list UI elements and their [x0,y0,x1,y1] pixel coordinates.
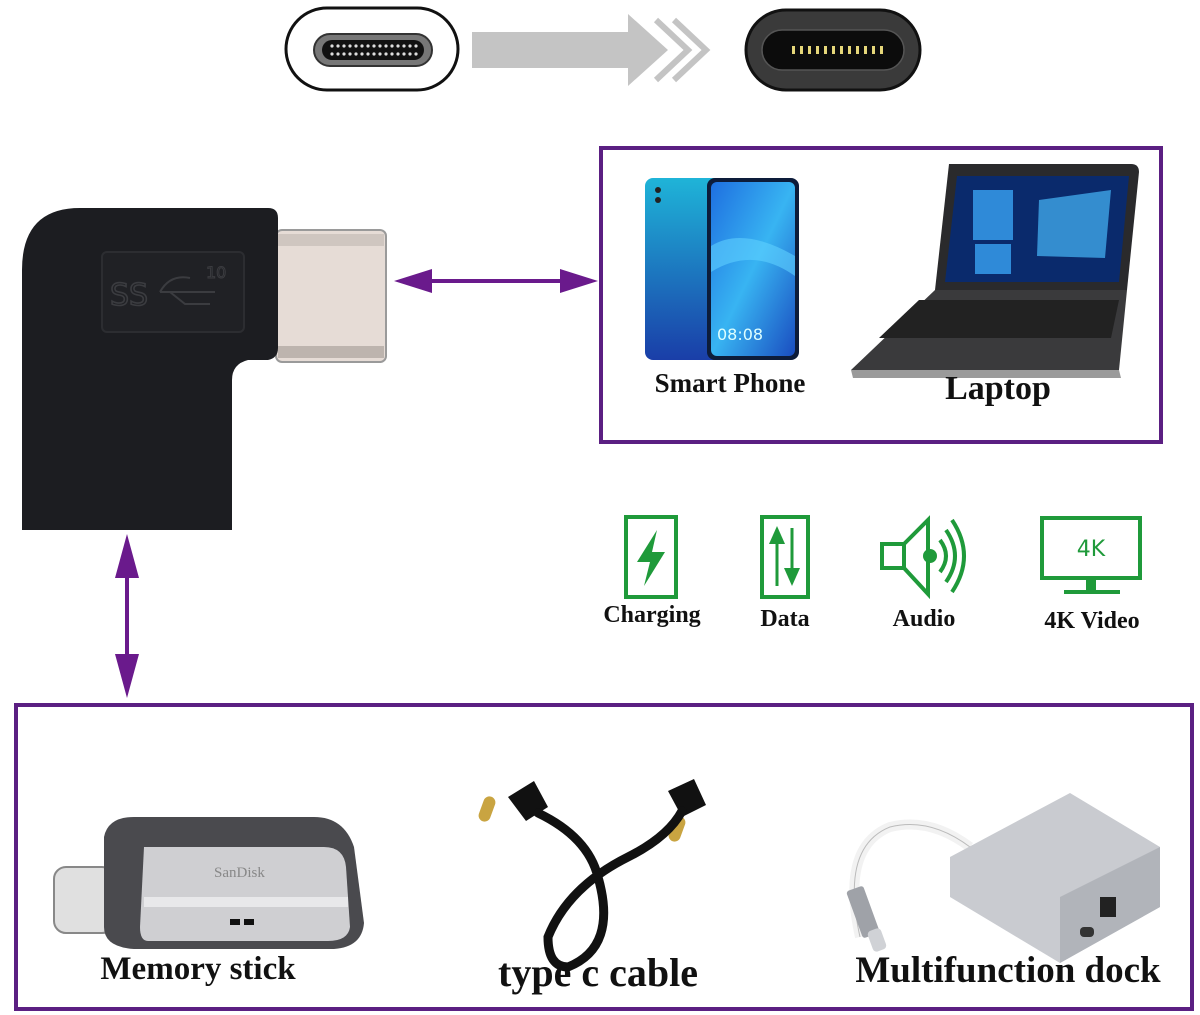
feature-data: Data [735,514,835,634]
superspeed-usb-logo-icon: SS 10 [101,251,245,333]
laptop-image [849,160,1143,382]
multifunction-dock-label: Multifunction dock [855,950,1161,991]
feature-charging: Charging [592,514,712,634]
laptop-label: Laptop [945,370,1051,407]
bidirectional-arrow-horizontal [394,268,598,294]
4k-video-label: 4K Video [1044,608,1140,634]
usb-c-conversion-illustration [284,6,922,92]
accessories-panel: SanDisk Memory stick type c cable Multif… [14,703,1194,1011]
data-transfer-icon [760,515,810,599]
audio-icon [880,515,966,600]
usb-c-male-plug-icon [744,8,922,92]
multifunction-dock-image [830,787,1180,977]
audio-label: Audio [892,606,956,632]
conversion-banner [284,6,924,92]
bidirectional-arrow-vertical [114,534,140,698]
logo-text: SS [110,278,148,313]
host-devices-panel: 08:08 Smart Phone Laptop [599,146,1163,444]
memory-stick-label: Memory stick [100,951,296,987]
monitor-4k-icon: 4K [1040,516,1142,594]
adapter-illustration: SS 10 [22,208,387,530]
memory-stick-brand: SanDisk [214,865,265,881]
smart-phone-image: 08:08 [643,176,803,362]
smart-phone-label: Smart Phone [654,368,806,398]
type-c-cable-image [468,777,748,977]
logo-badge: 10 [206,263,226,282]
memory-stick-image: SanDisk [44,807,374,957]
monitor-screen-text: 4K [1077,537,1106,562]
type-c-cable-label: type c cable [498,950,698,995]
feature-audio: Audio [872,514,976,634]
right-arrow-icon [472,14,711,86]
charging-icon [624,515,678,599]
charging-label: Charging [603,602,701,628]
usb-c-female-port-icon [284,6,460,92]
data-label: Data [760,606,810,632]
feature-4k-video: 4K 4K Video [1030,514,1154,638]
usb-c-adapter: SS 10 [10,200,390,535]
phone-clock: 08:08 [717,325,763,344]
